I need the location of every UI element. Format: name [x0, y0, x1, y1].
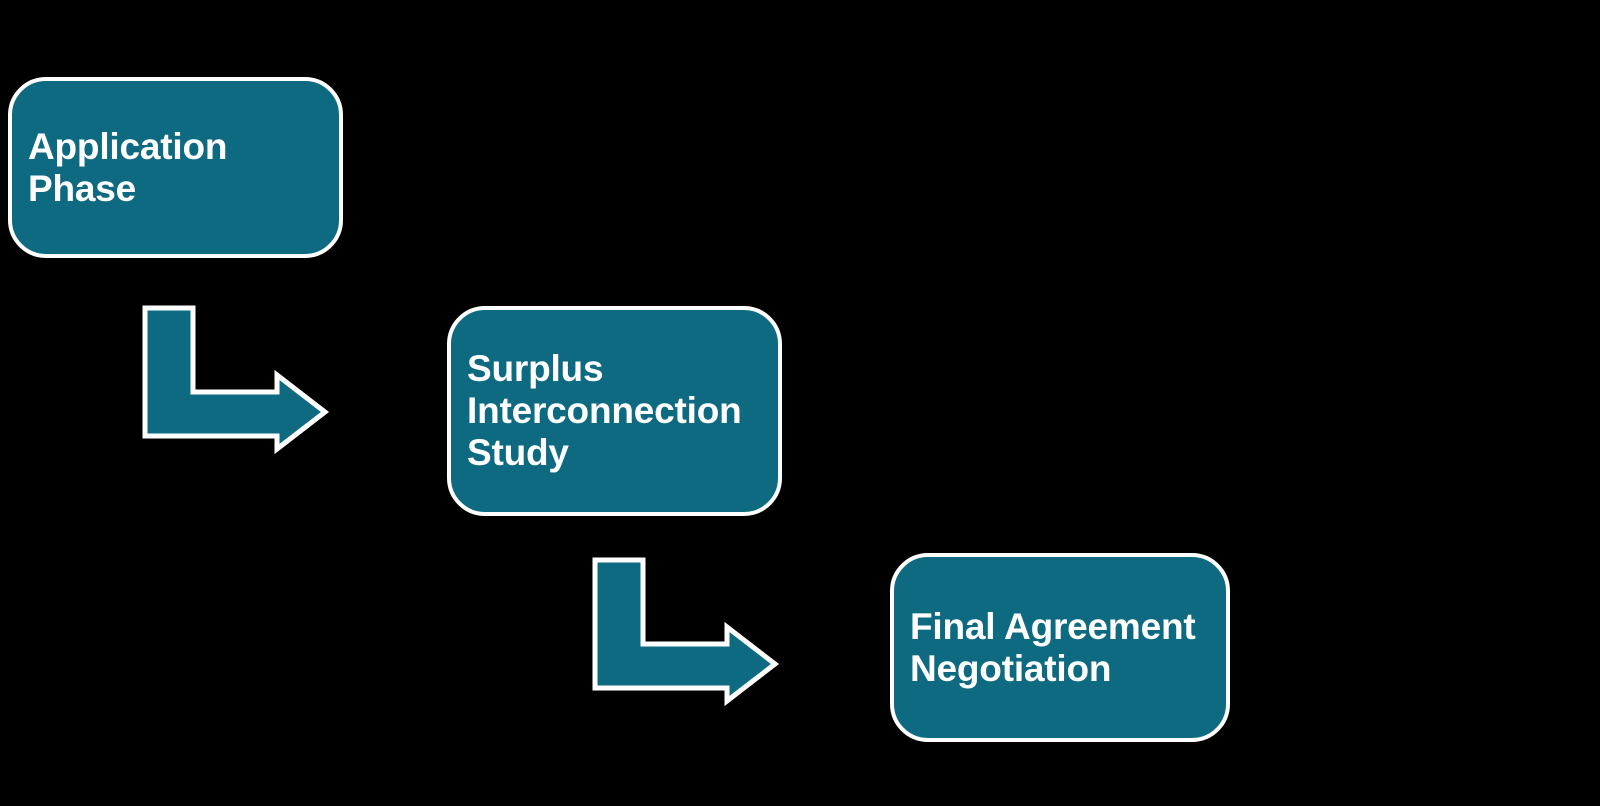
node-label-line: Phase: [28, 167, 137, 209]
node-label-line: Study: [467, 432, 569, 473]
elbow-arrow-icon: [592, 557, 780, 707]
node-label-line: Application: [28, 125, 228, 167]
node-label-line: Negotiation: [910, 647, 1112, 689]
elbow-arrow-shape: [142, 305, 330, 455]
elbow-arrow-shape: [592, 557, 780, 707]
flow-node-final-agreement-negotiation: Final Agreement Negotiation: [890, 553, 1230, 742]
elbow-arrow-icon: [142, 305, 330, 455]
flow-node-application-phase: Application Phase: [8, 77, 343, 258]
node-label: Surplus Interconnection Study: [467, 348, 768, 474]
node-label-line: Interconnection: [467, 390, 742, 431]
node-label-line: Surplus: [467, 348, 604, 389]
flow-node-surplus-interconnection-study: Surplus Interconnection Study: [447, 306, 782, 516]
node-label: Final Agreement Negotiation: [910, 606, 1216, 690]
node-label: Application Phase: [28, 126, 329, 210]
node-label-line: Final Agreement: [910, 605, 1196, 647]
